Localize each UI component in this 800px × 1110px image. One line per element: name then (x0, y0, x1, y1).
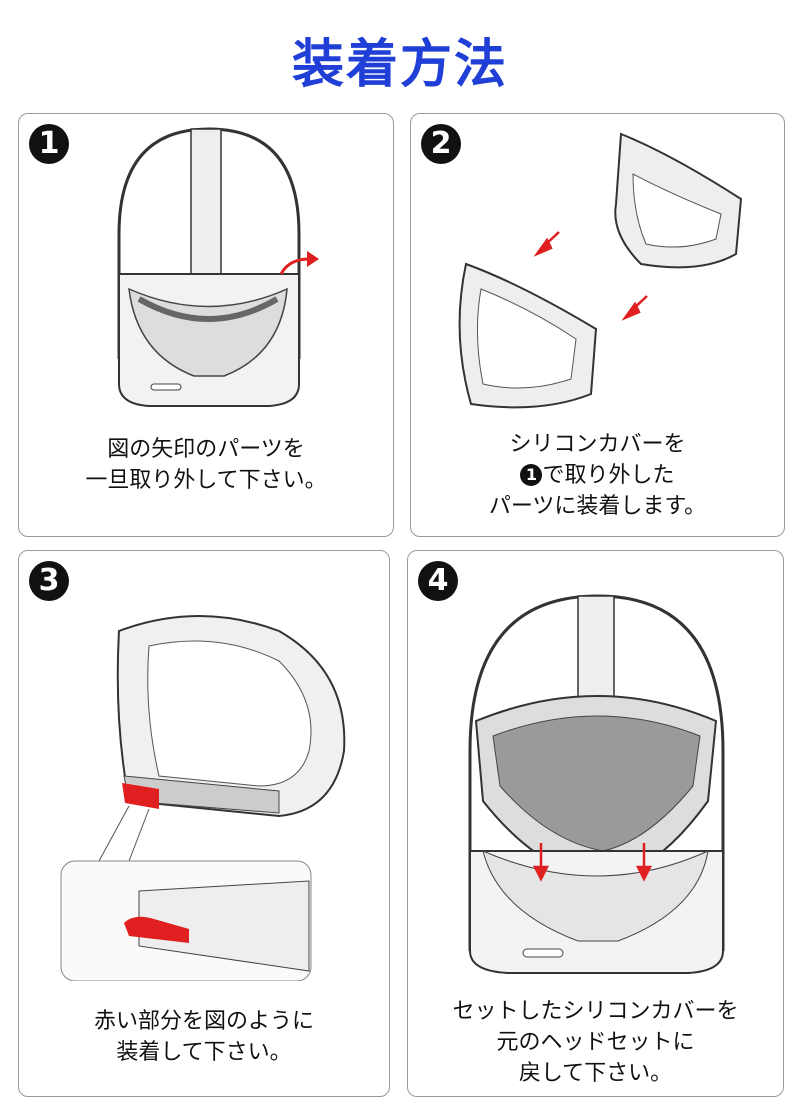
headset-assembled-illustration (468, 594, 725, 974)
caption-line: 装着して下さい。 (116, 1040, 292, 1065)
step-1-panel: 1 図の矢印のパーツを 一旦取り外して下さい。 (18, 113, 394, 537)
page-title: 装着方法 (291, 35, 508, 95)
caption-line: パーツに装着します。 (488, 494, 707, 519)
step-1-caption: 図の矢印のパーツを 一旦取り外して下さい。 (19, 434, 393, 496)
red-arrow-icon (307, 251, 319, 267)
step-number-1: 1 (29, 124, 69, 164)
caption-line: 一旦取り外して下さい。 (85, 468, 327, 493)
step-3-panel: 3 赤い部分を図のように 装着して下さい。 (18, 550, 390, 1097)
cover-detail-illustration (60, 615, 346, 981)
caption-line: シリコンカバーを (509, 432, 686, 457)
caption-line: セットしたシリコンカバーを (452, 999, 739, 1024)
step-number-3: 3 (29, 561, 69, 601)
red-arrow-icon (532, 843, 653, 882)
red-arrow-icon (533, 231, 648, 321)
silicone-cover-illustration (458, 132, 743, 409)
headset-illustration (117, 127, 319, 407)
caption-line: 図の矢印のパーツを (107, 437, 305, 462)
step-number-4: 4 (418, 561, 458, 601)
step-ref-badge: 1 (520, 464, 543, 486)
step-number-2: 2 (421, 124, 461, 164)
caption-line: 赤い部分を図のように (93, 1009, 314, 1034)
step-4-panel: 4 セットしたシリコンカバーを 元のヘッドセットに 戻して下さい。 (407, 550, 784, 1097)
step-4-caption: セットしたシリコンカバーを 元のヘッドセットに 戻して下さい。 (408, 996, 783, 1089)
step-3-caption: 赤い部分を図のように 装着して下さい。 (19, 1006, 389, 1068)
caption-line: 元のヘッドセットに (496, 1030, 695, 1055)
caption-line: で取り外した (542, 463, 675, 488)
caption-line: 戻して下さい。 (518, 1061, 673, 1086)
